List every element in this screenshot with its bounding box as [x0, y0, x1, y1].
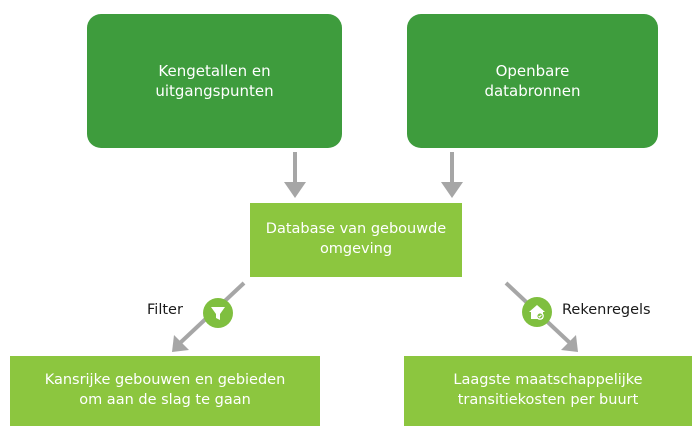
node-transitiekosten-label: Laagste maatschappelijke transitiekosten… [453, 372, 643, 408]
node-kansrijke-gebouwen-label: Kansrijke gebouwen en gebieden om aan de… [44, 372, 286, 408]
node-openbare-databronnen: Openbare databronnen [407, 14, 658, 148]
house-icon [522, 297, 552, 327]
arrow-top-right-head [441, 182, 463, 198]
node-database: Database van gebouwde omgeving [250, 203, 462, 277]
node-openbare-databronnen-label: Openbare databronnen [484, 61, 581, 100]
node-kengetallen-label: Kengetallen en uitgangspunten [155, 61, 274, 100]
node-transitiekosten: Laagste maatschappelijke transitiekosten… [404, 356, 692, 426]
arrow-rekenregels-head [561, 335, 578, 352]
node-kengetallen: Kengetallen en uitgangspunten [87, 14, 342, 148]
node-kansrijke-gebouwen: Kansrijke gebouwen en gebieden om aan de… [10, 356, 320, 426]
edge-label-filter: Filter [147, 302, 183, 318]
arrow-filter-head [172, 335, 189, 352]
arrow-top-left-head [284, 182, 306, 198]
node-database-label: Database van gebouwde omgeving [265, 221, 447, 257]
filter-icon [203, 298, 233, 328]
edge-label-rekenregels: Rekenregels [562, 302, 651, 318]
